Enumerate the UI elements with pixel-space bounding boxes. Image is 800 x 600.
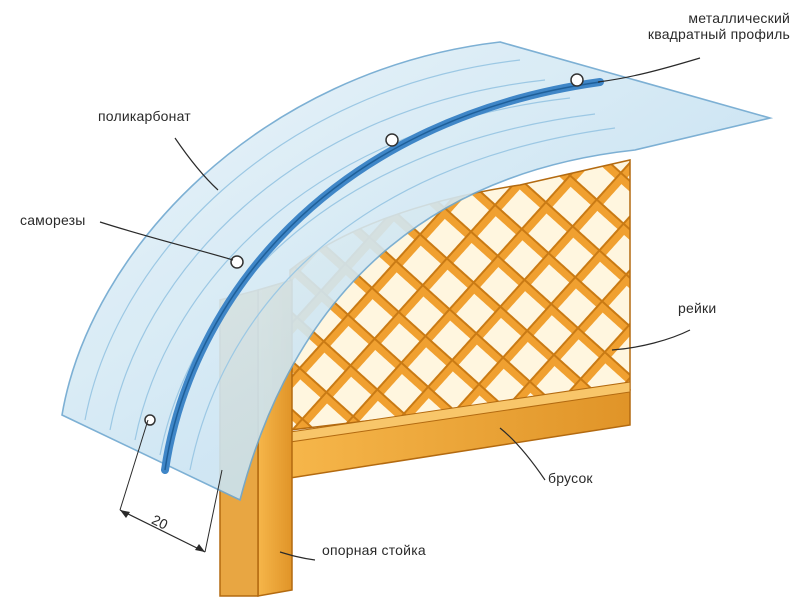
- label-screws: саморезы: [20, 212, 86, 228]
- label-metal-profile-line1: металлический: [688, 10, 790, 26]
- screw-1: [230, 255, 244, 269]
- label-slats: рейки: [678, 300, 717, 316]
- label-polycarbonate: поликарбонат: [98, 108, 191, 124]
- dimension-line: [119, 509, 206, 553]
- label-post: опорная стойка: [322, 542, 426, 558]
- leader-polycarbonate: [174, 137, 219, 191]
- leader-slats: [611, 329, 691, 351]
- screw-3: [570, 73, 584, 87]
- leader-profile: [597, 57, 701, 83]
- leader-screws: [99, 221, 234, 261]
- screw-2: [385, 133, 399, 147]
- leader-beam: [499, 427, 546, 481]
- polycarbonate-sheet: [61, 41, 774, 502]
- label-beam: брусок: [548, 470, 593, 486]
- label-metal-profile-line2: квадратный профиль: [647, 26, 790, 42]
- label-metal-profile: металлический квадратный профиль: [570, 10, 790, 42]
- leader-post: [279, 551, 316, 561]
